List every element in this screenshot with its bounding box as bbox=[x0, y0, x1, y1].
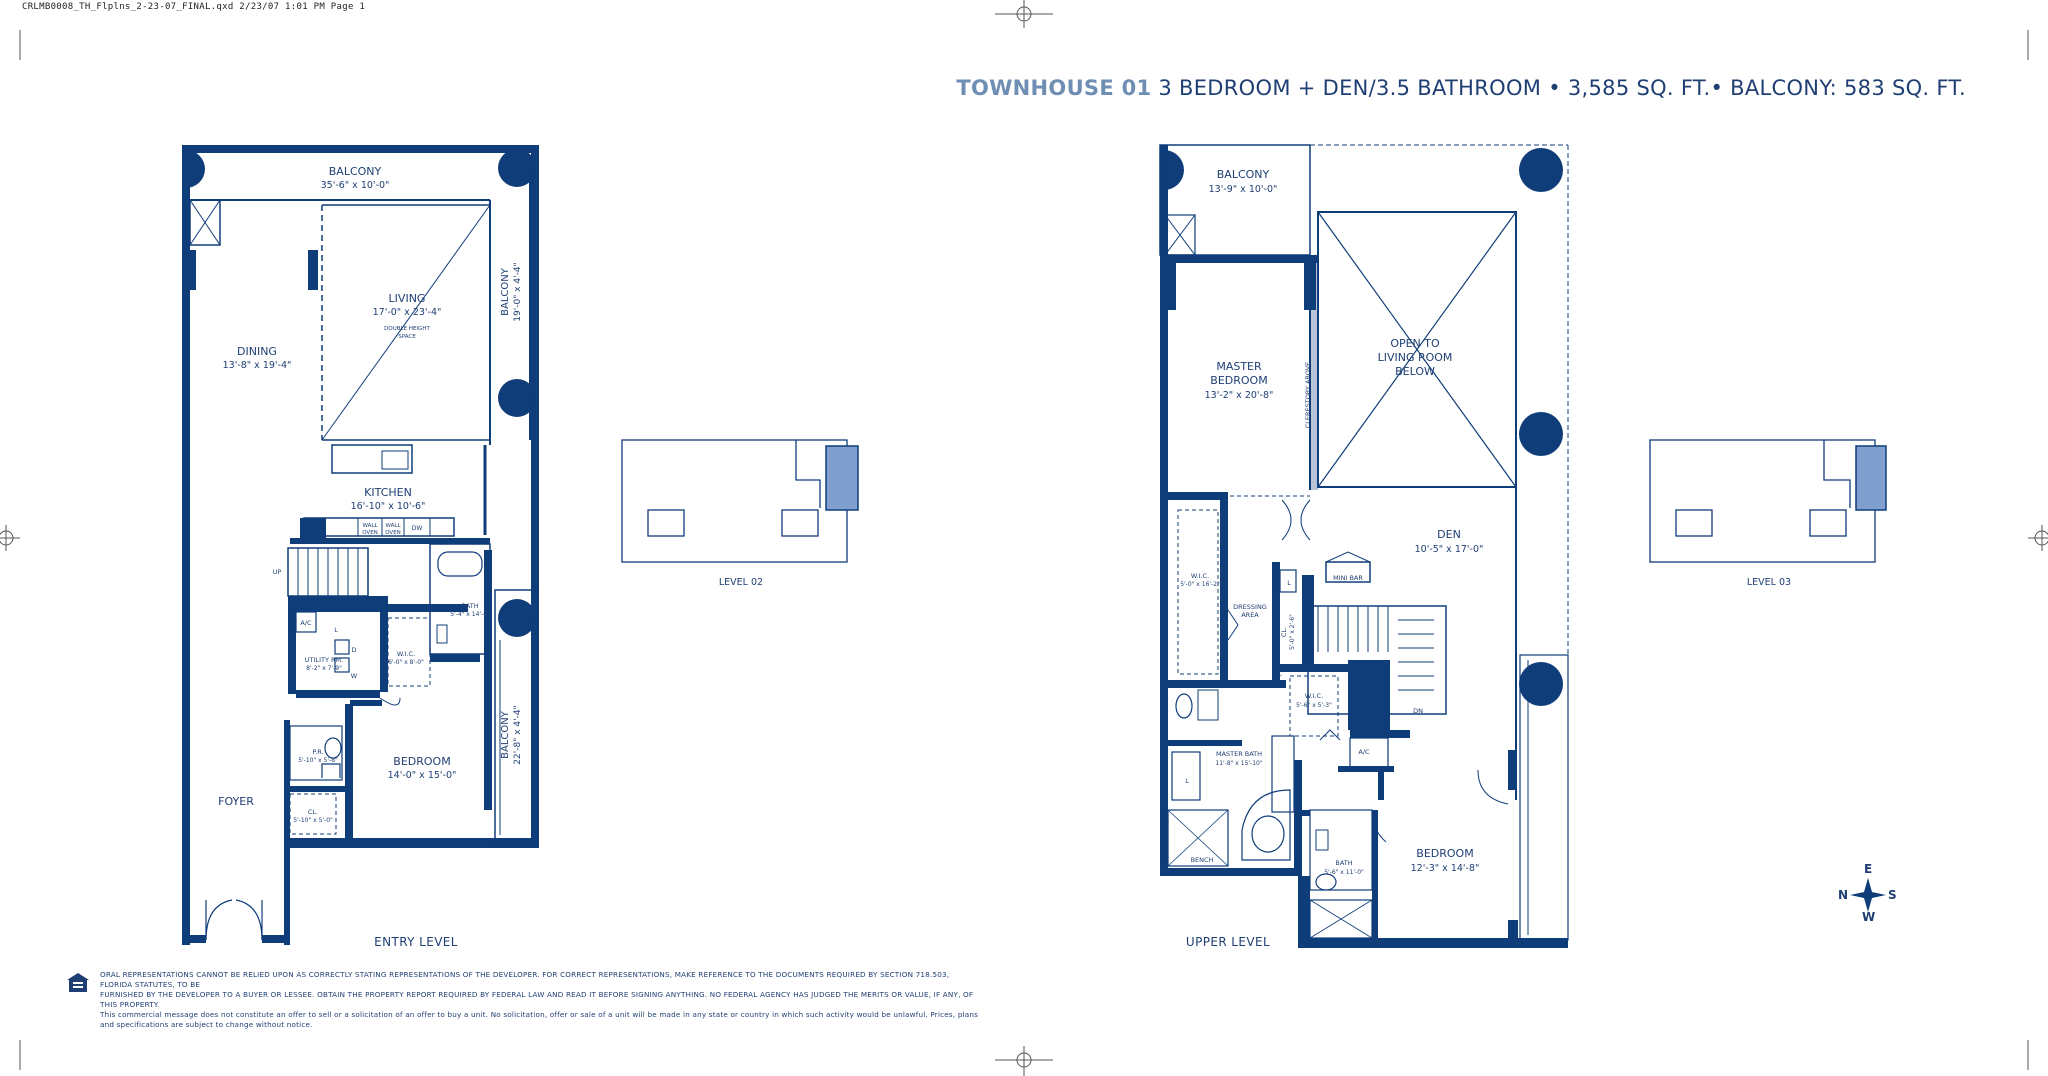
upper-bath-name: BATH bbox=[1335, 859, 1352, 867]
den-dim: 10'-5" x 17'-0" bbox=[1415, 544, 1484, 555]
upper-balcony-name: BALCONY bbox=[1217, 168, 1270, 181]
lower-balcony-dim: 22'-8" x 4'-4" bbox=[513, 705, 523, 764]
foyer-label: FOYER bbox=[218, 795, 254, 808]
bench-label: BENCH bbox=[1191, 856, 1214, 864]
washer-label: W bbox=[351, 672, 358, 680]
master-bedroom-name-1: MASTER bbox=[1216, 360, 1262, 373]
upper-cl-dim: 5'-0" x 2'-6" bbox=[1289, 614, 1296, 650]
side-balcony-dim: 19'-0" x 4'-4" bbox=[513, 262, 523, 321]
disclaimer-line-2: FURNISHED BY THE DEVELOPER TO A BUYER OR… bbox=[100, 990, 974, 1009]
dressing-label-1: DRESSING bbox=[1233, 603, 1267, 611]
mini-bar-label: MINI BAR bbox=[1333, 574, 1363, 582]
equal-housing-icon bbox=[67, 973, 89, 992]
down-label: DN bbox=[1413, 707, 1423, 715]
upper-linen-2: L bbox=[1278, 670, 1282, 678]
entry-cl-dim: 5'-10" x 5'-0" bbox=[293, 817, 333, 824]
entry-wic-name: W.I.C. bbox=[397, 650, 415, 658]
entry-level-plan: BALCONY 35'-6" x 10'-0" LIVING 17'-0" x … bbox=[182, 145, 539, 949]
clerestory-label: CLERESTORY ABOVE bbox=[1304, 362, 1312, 429]
compass-e: E bbox=[1864, 862, 1873, 876]
utility-name: UTILITY RM. bbox=[305, 656, 343, 664]
dryer-label: D bbox=[351, 646, 356, 654]
kitchen-name: KITCHEN bbox=[364, 486, 412, 499]
wall-oven-1b: OVEN bbox=[362, 530, 378, 536]
level-03-keyplan: LEVEL 03 bbox=[1649, 439, 1887, 588]
disclaimer-line-3: This commercial message does not constit… bbox=[100, 1010, 979, 1029]
master-bath-name: MASTER BATH bbox=[1216, 750, 1262, 758]
file-slug: CRLMB0008_TH_Flplns_2-23-07_FINAL.qxd 2/… bbox=[22, 2, 366, 12]
ac-label: A/C bbox=[300, 619, 312, 627]
wall-oven-1: WALL bbox=[362, 523, 378, 529]
upper-wic1-dim: 5'-0" x 16'-2" bbox=[1180, 581, 1220, 588]
unit-header: TOWNHOUSE 01 3 BEDROOM + DEN/3.5 BATHROO… bbox=[956, 76, 1966, 100]
upper-level-plan: BALCONY 13'-9" x 10'-0" OPEN TO LIVING R… bbox=[1159, 144, 1569, 949]
entry-bedroom-name: BEDROOM bbox=[393, 755, 450, 768]
compass-w: W bbox=[1862, 910, 1876, 924]
compass-rose: E N S W bbox=[1838, 862, 1898, 924]
master-bath-dim: 11'-8" x 15'-10" bbox=[1215, 760, 1262, 767]
compass-n: N bbox=[1838, 888, 1849, 902]
living-name: LIVING bbox=[389, 292, 426, 305]
disclaimer-line-1: ORAL REPRESENTATIONS CANNOT BE RELIED UP… bbox=[100, 970, 950, 989]
double-height-label: DOUBLE HEIGHT bbox=[384, 326, 430, 332]
open-label-3: BELOW bbox=[1395, 365, 1435, 378]
upper-balcony-dim: 13'-9" x 10'-0" bbox=[1209, 184, 1278, 195]
kitchen-dim: 16'-10" x 10'-6" bbox=[351, 501, 426, 512]
open-label-2: LIVING ROOM bbox=[1378, 351, 1453, 364]
lower-balcony-name: BALCONY bbox=[500, 710, 511, 759]
upper-level-caption: UPPER LEVEL bbox=[1186, 935, 1270, 949]
upper-wic1-name: W.I.C. bbox=[1191, 572, 1209, 580]
entry-balcony-name: BALCONY bbox=[329, 165, 382, 178]
pr-dim: 5'-10" x 5'-8" bbox=[298, 757, 338, 764]
double-height-label-2: SPACE bbox=[398, 334, 416, 340]
entry-balcony-dim: 35'-6" x 10'-0" bbox=[321, 180, 390, 191]
unit-details: 3 BEDROOM + DEN/3.5 BATHROOM • 3,585 SQ.… bbox=[1151, 76, 1966, 100]
pr-name: P.R. bbox=[312, 748, 323, 756]
linen-label: L bbox=[334, 626, 338, 634]
upper-wic2-dim: 5'-6" x 5'-3" bbox=[1296, 702, 1332, 709]
living-dim: 17'-0" x 23'-4" bbox=[373, 307, 442, 318]
entry-wic-dim: 6'-0" x 8'-0" bbox=[388, 659, 424, 666]
entry-level-caption: ENTRY LEVEL bbox=[374, 935, 458, 949]
legal-disclaimer: ORAL REPRESENTATIONS CANNOT BE RELIED UP… bbox=[100, 970, 980, 1030]
upper-linen-3: L bbox=[1185, 777, 1189, 785]
up-label: UP bbox=[273, 568, 282, 576]
entry-bath-name: BATH bbox=[461, 602, 478, 610]
open-label-1: OPEN TO bbox=[1390, 337, 1440, 350]
side-balcony-name: BALCONY bbox=[500, 267, 511, 316]
wall-oven-2: WALL bbox=[385, 523, 401, 529]
compass-s: S bbox=[1888, 888, 1897, 902]
dining-dim: 13'-8" x 19'-4" bbox=[223, 360, 292, 371]
den-name: DEN bbox=[1437, 528, 1461, 541]
compass-icon bbox=[1850, 878, 1886, 912]
level-03-caption: LEVEL 03 bbox=[1747, 577, 1791, 588]
upper-cl-name: CL. bbox=[1280, 627, 1288, 637]
upper-bedroom-name: BEDROOM bbox=[1416, 847, 1473, 860]
master-bedroom-dim: 13'-2" x 20'-8" bbox=[1205, 390, 1274, 401]
dressing-label-2: AREA bbox=[1241, 611, 1259, 619]
upper-wic2-name: W.I.C. bbox=[1305, 692, 1323, 700]
upper-bedroom-dim: 12'-3" x 14'-8" bbox=[1411, 863, 1480, 874]
level-02-caption: LEVEL 02 bbox=[719, 577, 763, 588]
upper-ac-label: A/C bbox=[1358, 748, 1370, 756]
unit-name: TOWNHOUSE 01 bbox=[956, 76, 1152, 100]
master-bedroom-name-2: BEDROOM bbox=[1210, 374, 1267, 387]
entry-bedroom-dim: 14'-0" x 15'-0" bbox=[388, 770, 457, 781]
entry-cl-name: CL. bbox=[308, 808, 318, 816]
level-02-keyplan: LEVEL 02 bbox=[621, 439, 859, 588]
entry-bath-dim: 5'-4" x 14'-6" bbox=[450, 611, 490, 618]
utility-dim: 8'-2" x 7'-9" bbox=[306, 665, 342, 672]
upper-bath-dim: 5'-6" x 11'-0" bbox=[1324, 869, 1364, 876]
upper-linen-1: L bbox=[1287, 579, 1291, 587]
dining-name: DINING bbox=[237, 345, 277, 358]
wall-oven-2b: OVEN bbox=[385, 530, 401, 536]
dw-label: DW bbox=[412, 525, 423, 532]
